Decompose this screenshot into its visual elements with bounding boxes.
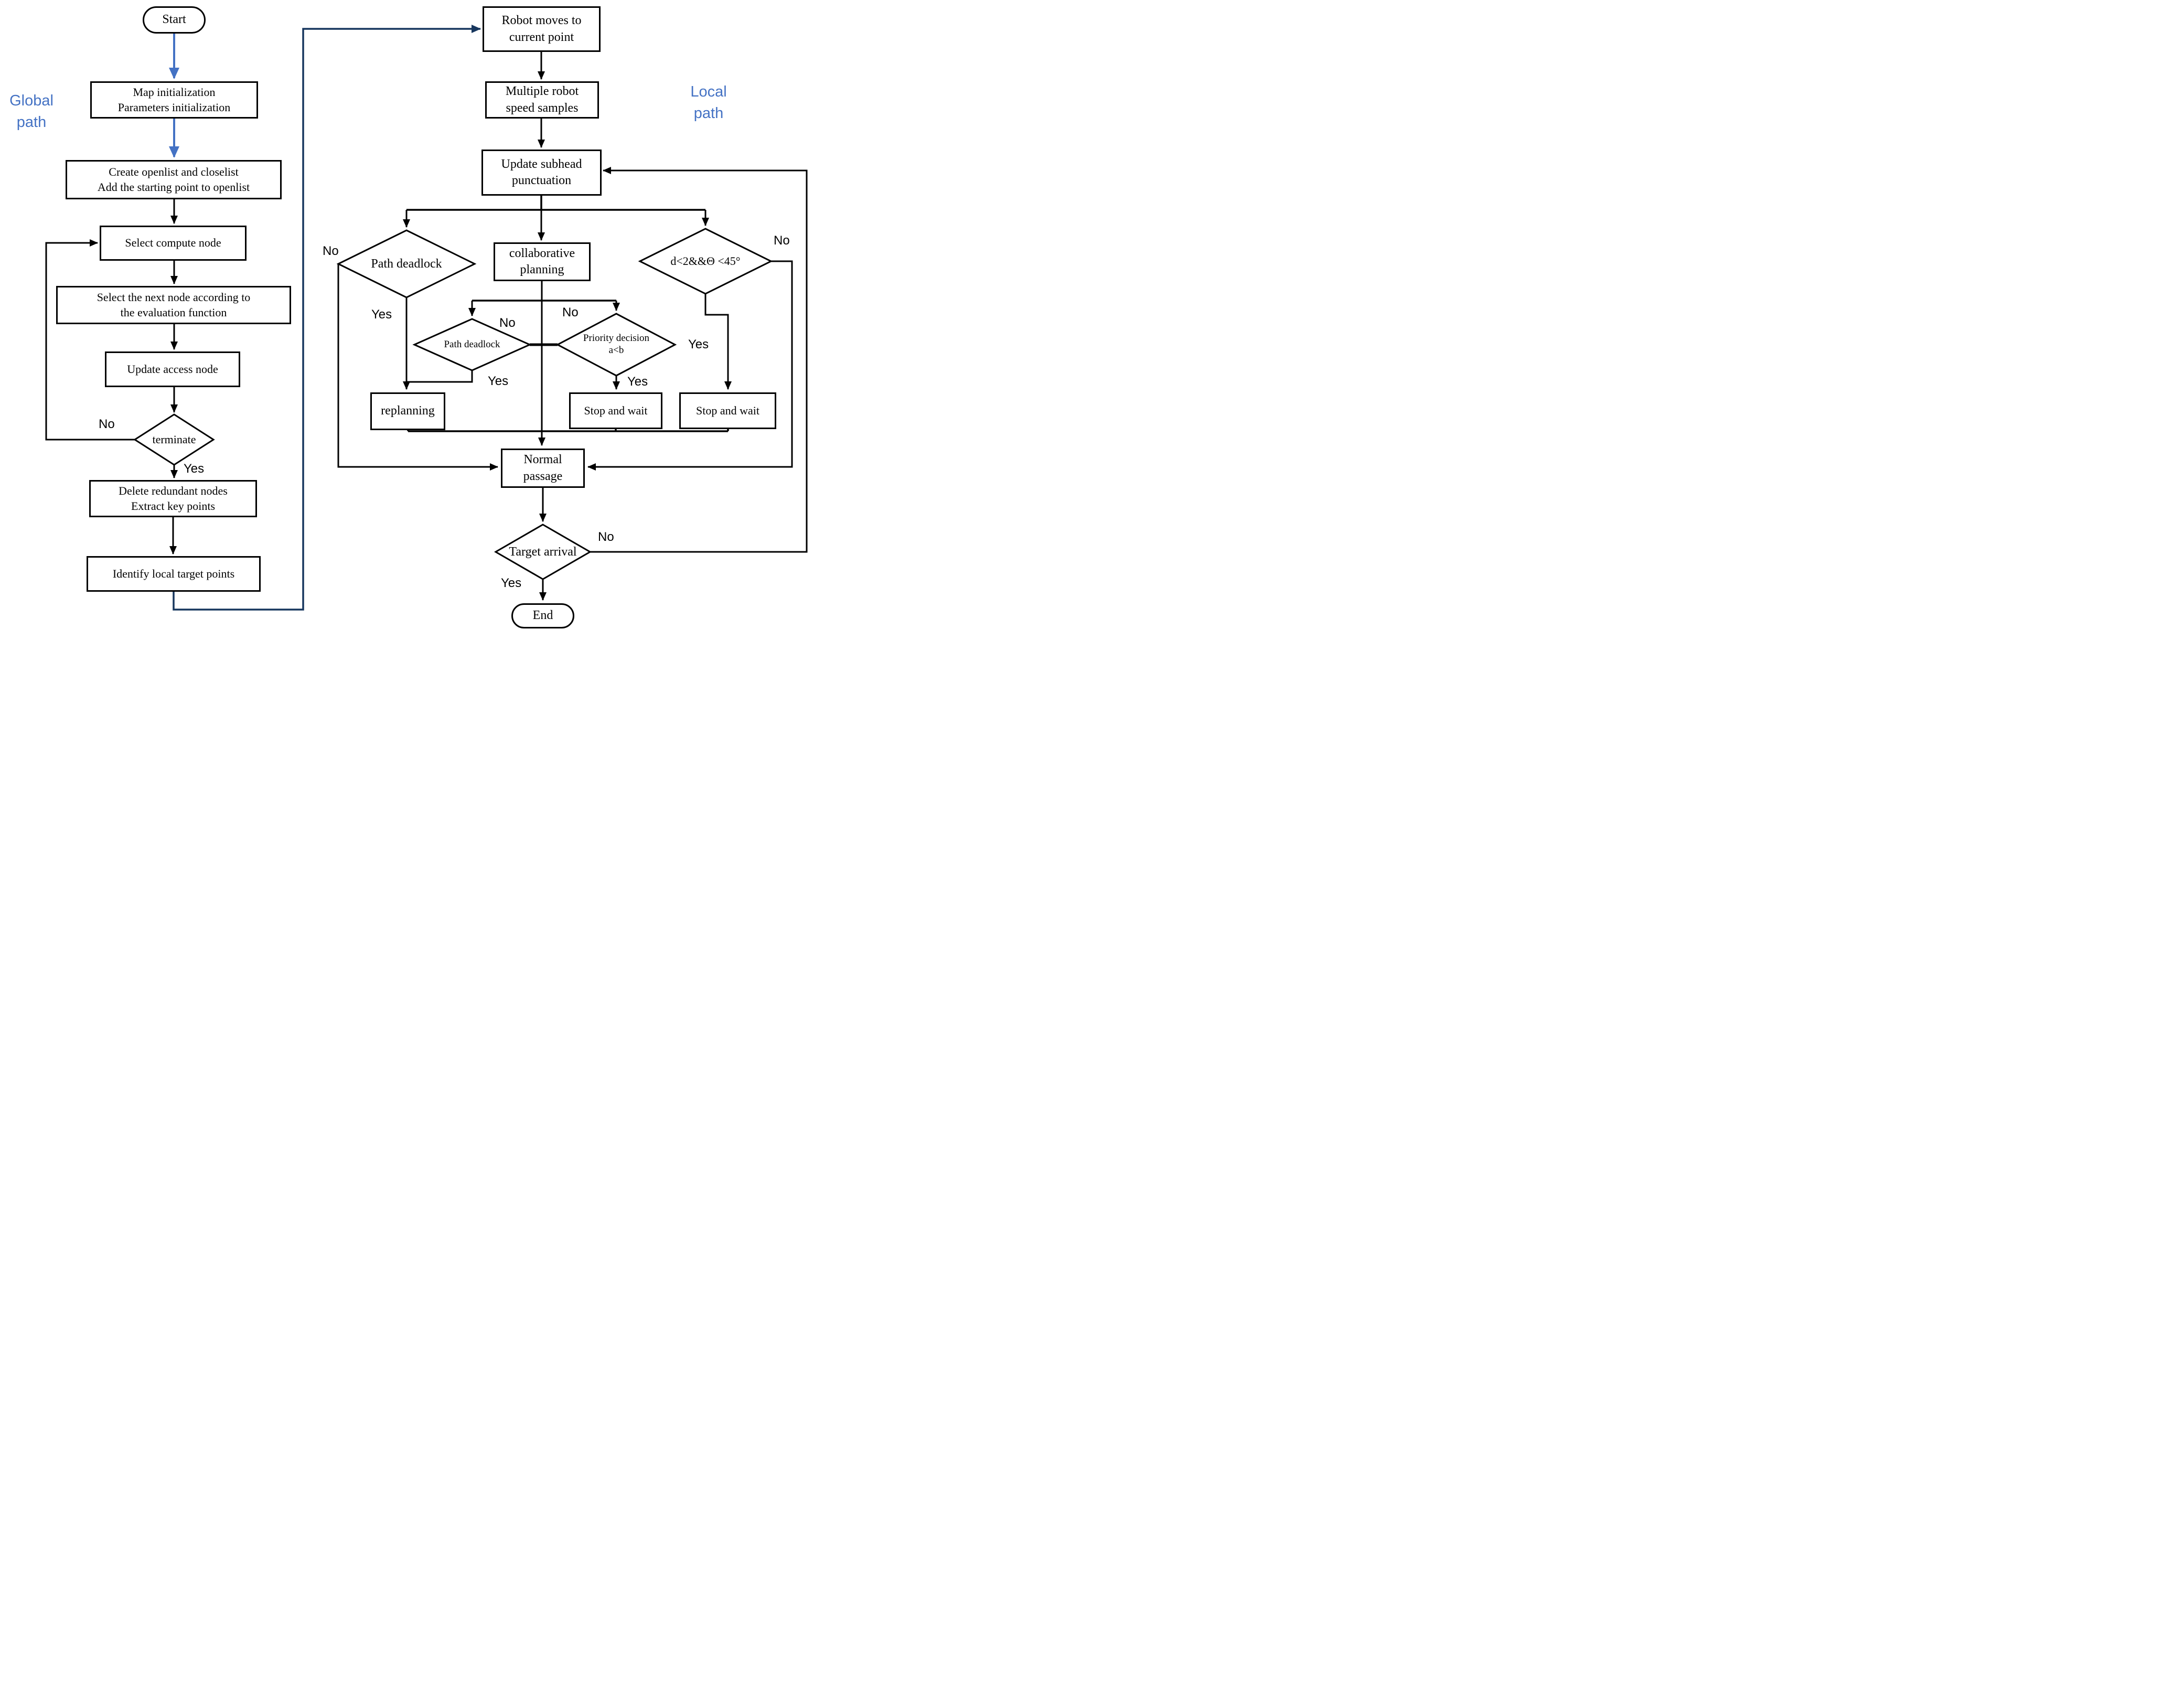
node-end: End <box>511 603 574 628</box>
connector-merge-bar <box>407 429 729 432</box>
node-stop-and-wait-right: Stop and wait <box>679 392 776 429</box>
flowchart-canvas: Global path Local path Start Map initial… <box>0 0 818 632</box>
banner-local-path: Local path <box>690 83 727 122</box>
edge-label-priority-no: No <box>562 305 579 319</box>
node-map-initialization: Map initialization Parameters initializa… <box>90 81 258 119</box>
diamond-path-deadlock-main-shape <box>336 229 477 298</box>
connector-distance-no <box>587 260 793 471</box>
node-update-access-node: Update access node <box>105 351 240 387</box>
node-stop-and-wait-left: Stop and wait <box>569 392 662 429</box>
node-delete-redundant-nodes: Delete redundant nodes Extract key point… <box>89 480 257 517</box>
edge-label-deadlock-main-no: No <box>323 244 339 258</box>
node-normal-passage: Normal passage <box>501 449 585 488</box>
node-create-openlist: Create openlist and closelist Add the st… <box>66 160 282 199</box>
connector-target-no-feedback <box>590 167 808 553</box>
edge-label-target-yes: Yes <box>501 576 522 590</box>
edge-label-priority-yes: Yes <box>627 375 648 389</box>
connector-distance-yes <box>704 294 732 390</box>
edge-label-deadlock-small-yes: Yes <box>488 374 509 388</box>
edge-label-deadlock-small-no: No <box>499 316 516 330</box>
diamond-path-deadlock-small-shape <box>412 318 532 371</box>
banner-global-path: Global path <box>9 92 53 131</box>
edge-label-distance-yes: Yes <box>688 337 709 351</box>
connector-identify-local-to-robot-moves <box>173 25 481 611</box>
node-collaborative-planning: collaborative planning <box>494 242 591 281</box>
connector-layer <box>45 25 808 611</box>
diamond-priority-decision-shape <box>555 313 677 377</box>
connector-terminate-no-loop <box>45 239 135 441</box>
edge-label-target-no: No <box>598 530 614 544</box>
connector-deadlock-main-no <box>337 264 498 471</box>
node-select-next-node: Select the next node according to the ev… <box>56 286 291 324</box>
diamond-terminate-shape <box>133 413 215 466</box>
diamond-target-arrival-shape <box>494 524 592 580</box>
node-replanning: replanning <box>370 392 445 430</box>
node-select-compute-node: Select compute node <box>100 226 247 261</box>
edge-label-terminate-yes: Yes <box>184 462 205 476</box>
connector-deadlock-small-yes <box>406 370 473 383</box>
connector-branch-bar <box>406 196 705 211</box>
node-identify-local-target-points: Identify local target points <box>87 556 261 592</box>
node-start: Start <box>143 6 206 34</box>
edge-label-deadlock-main-yes: Yes <box>371 307 392 322</box>
diamond-distance-check-shape <box>638 228 773 295</box>
node-update-subhead-punctuation: Update subhead punctuation <box>481 150 602 196</box>
node-robot-moves: Robot moves to current point <box>483 6 601 52</box>
edge-label-distance-no: No <box>774 233 790 248</box>
node-multiple-robot-speed-samples: Multiple robot speed samples <box>485 81 599 119</box>
edge-label-terminate-no: No <box>99 417 115 431</box>
